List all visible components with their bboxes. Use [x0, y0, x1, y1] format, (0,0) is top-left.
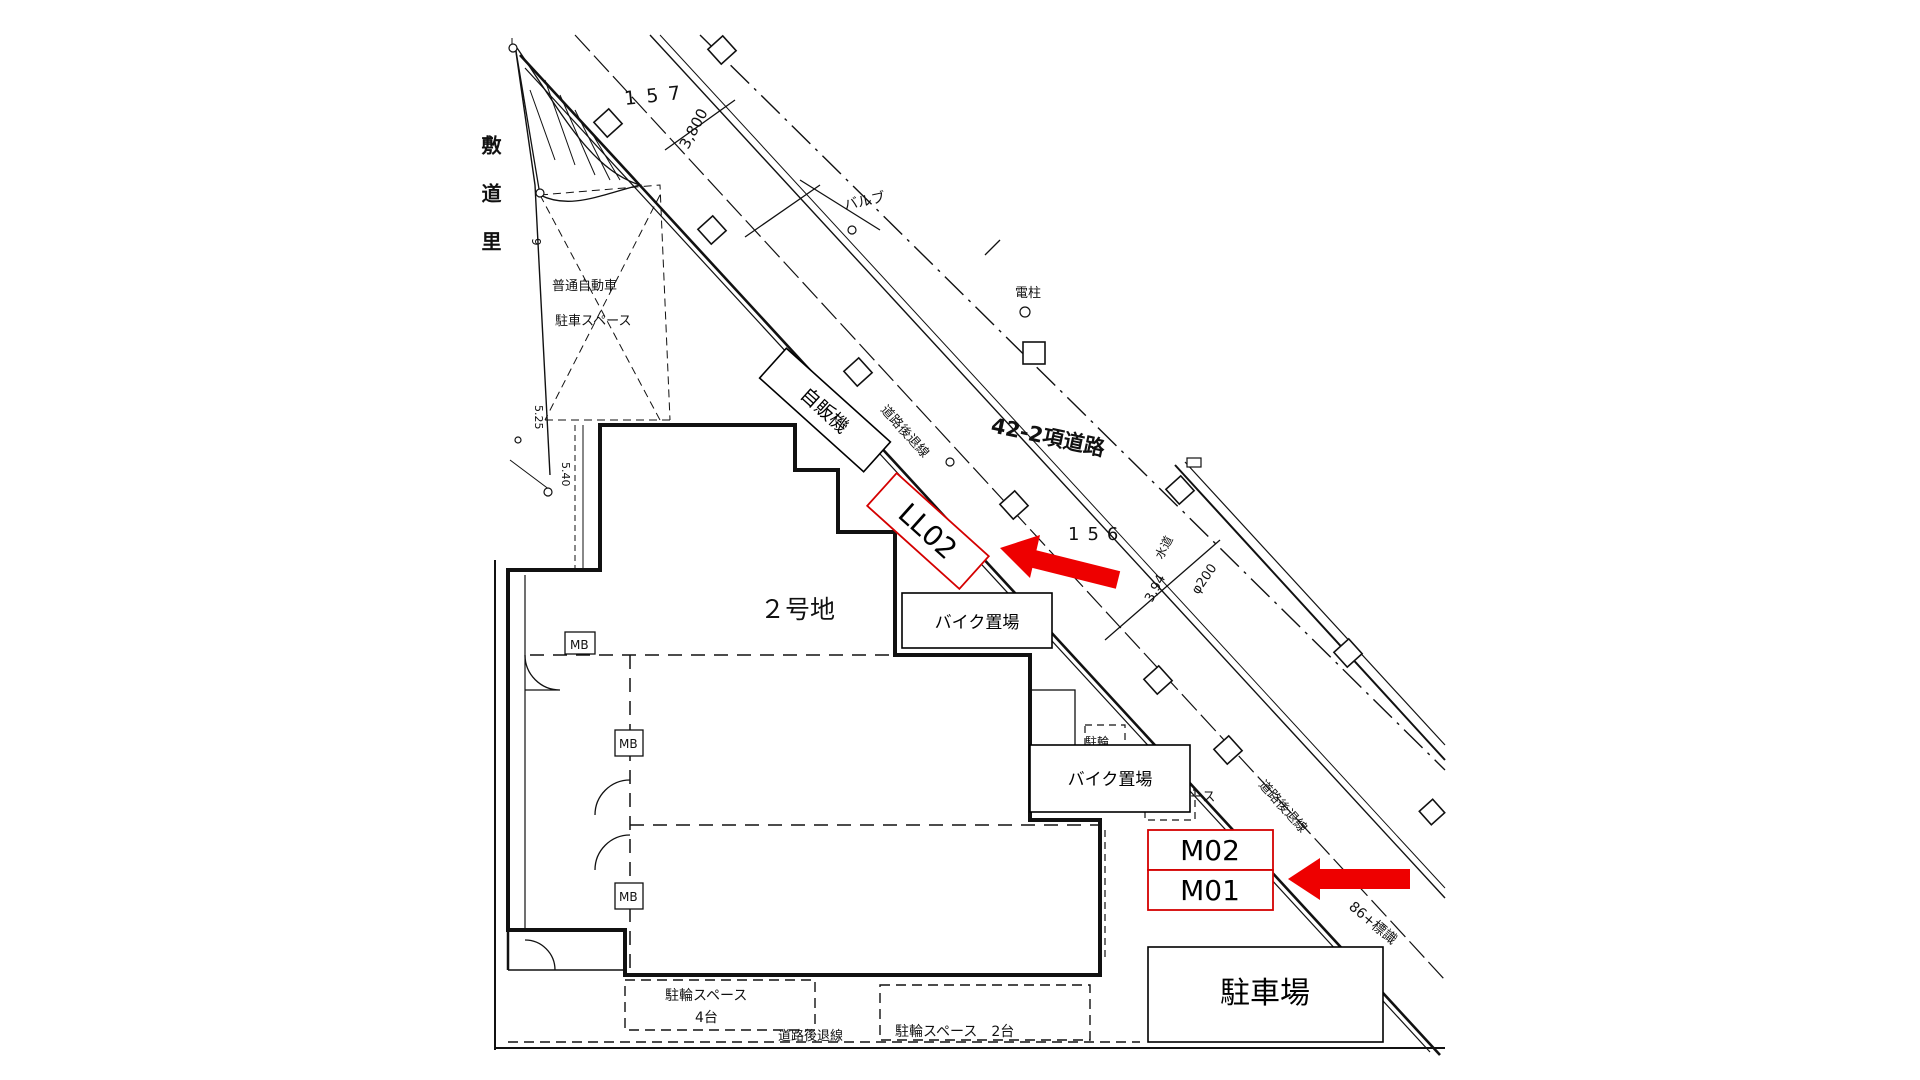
m02-label: M02: [1180, 834, 1240, 867]
arrow-to-m-slots: [1288, 858, 1410, 900]
door-swings: [524, 654, 631, 971]
m01-label: M01: [1180, 874, 1240, 907]
bike-parking-callout-1: バイク置場: [901, 592, 1053, 649]
pole-label: 電柱: [1015, 286, 1041, 301]
corner-car-line2: 駐車スペース: [555, 314, 631, 329]
mb-label-3: MB: [619, 890, 638, 904]
bike-space-bottom-right: 駐輪スペース 2台: [895, 1023, 1014, 1040]
corner-parking-area: [509, 38, 671, 491]
building-details: [506, 425, 625, 971]
bottom-bike-spaces: [508, 979, 1140, 1043]
road-markers: [592, 34, 1446, 826]
mb-label-1: MB: [570, 638, 589, 652]
bike-parking-callout-2: バイク置場: [1029, 744, 1191, 813]
left-road-label: 敷道里: [478, 134, 502, 279]
bike-count-left: 4台: [695, 1010, 718, 1026]
dim-525: 5.25: [532, 405, 545, 430]
parking-lot-label: 駐車場: [1220, 976, 1310, 1011]
bike-space-bottom-left: 駐輪スペース: [665, 987, 747, 1004]
lot-number-mid: 156: [1068, 524, 1126, 545]
corner-points: [508, 43, 553, 497]
building-inner-grid: [530, 654, 1100, 975]
road-small-marks: [847, 225, 1202, 468]
scan-margins: [494, 560, 1445, 1050]
mb-boxes: [564, 631, 644, 910]
mb-label-2: MB: [619, 737, 638, 751]
m02-slot: M02: [1147, 829, 1274, 871]
bike-parking-label-2: バイク置場: [1068, 770, 1153, 790]
parking-lot-callout: 駐車場: [1147, 946, 1384, 1043]
road-boundary-bottom: 道路後退線: [778, 1028, 843, 1044]
dim-9: 9: [529, 238, 543, 246]
site-label: ２号地: [760, 595, 835, 624]
corner-car-line1: 普通自動車: [552, 279, 617, 294]
bike-parking-label-1: バイク置場: [935, 613, 1020, 633]
bike-partial-lower: ース: [1190, 790, 1215, 805]
m01-slot: M01: [1147, 869, 1274, 911]
arrow-to-ll02: [1000, 535, 1121, 589]
dim-540: 5.40: [559, 462, 572, 487]
road-cross-ticks: [664, 99, 1221, 641]
